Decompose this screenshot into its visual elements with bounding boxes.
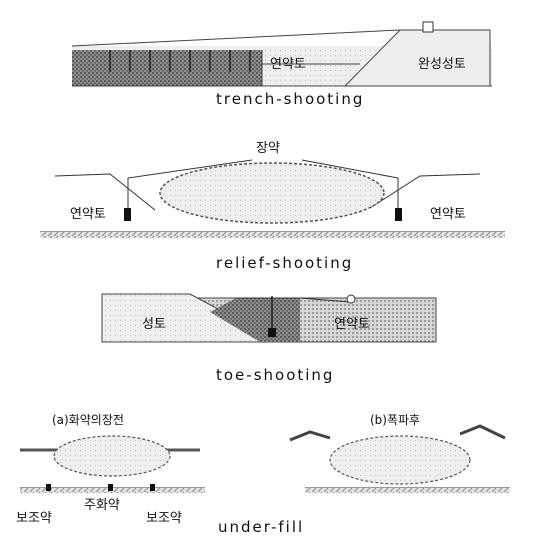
relief-charge-leader-left (127, 159, 253, 210)
under-caption: under-fill (218, 518, 305, 536)
trench-soft-soil-label: 연약토 (270, 57, 306, 72)
relief-charge-left (124, 208, 131, 221)
under-after-mound (329, 435, 471, 485)
under-aux-left-label: 보조약 (16, 511, 52, 526)
relief-soft-soil-left-label: 연약토 (70, 207, 106, 222)
panel-under-fill-before (20, 435, 205, 493)
under-aux-charge-right (150, 484, 155, 491)
trench-charge-holes (109, 50, 251, 72)
relief-charge-right (395, 208, 402, 221)
toe-dense-zone (210, 298, 300, 342)
under-aux-right-label: 보조약 (146, 511, 182, 526)
toe-caption: toe-shooting (216, 366, 335, 384)
trench-caption: trench-shooting (216, 90, 365, 108)
toe-soft-soil-label: 연약토 (334, 317, 370, 332)
trench-dense-zone (72, 50, 262, 86)
relief-charge-label: 장약 (256, 141, 280, 156)
panel-relief-shooting (40, 159, 505, 238)
trench-fill-done-label: 완성성토 (418, 57, 466, 72)
relief-fill-mound (159, 162, 385, 224)
relief-soft-soil-right-label: 연약토 (430, 207, 466, 222)
relief-surface-left (54, 173, 156, 211)
relief-caption: relief-shooting (216, 254, 354, 272)
relief-surface-right (369, 173, 481, 209)
under-main-charge (108, 484, 113, 491)
under-after-title: (b)폭파후 (370, 413, 421, 427)
under-before-title: (a)화약의장전 (52, 413, 124, 427)
under-before-mound (53, 435, 171, 477)
under-main-label: 주화약 (84, 498, 120, 513)
trench-house-icon (422, 21, 434, 33)
under-aux-charge-left (46, 484, 51, 491)
panel-under-fill-after (289, 424, 510, 493)
toe-fill-label: 성토 (142, 317, 166, 332)
toe-marker-icon (346, 294, 356, 304)
toe-charge (268, 328, 276, 337)
relief-charge-leader-right (301, 159, 399, 210)
panel-toe-shooting (101, 293, 437, 343)
panel-trench-shooting (71, 21, 492, 87)
